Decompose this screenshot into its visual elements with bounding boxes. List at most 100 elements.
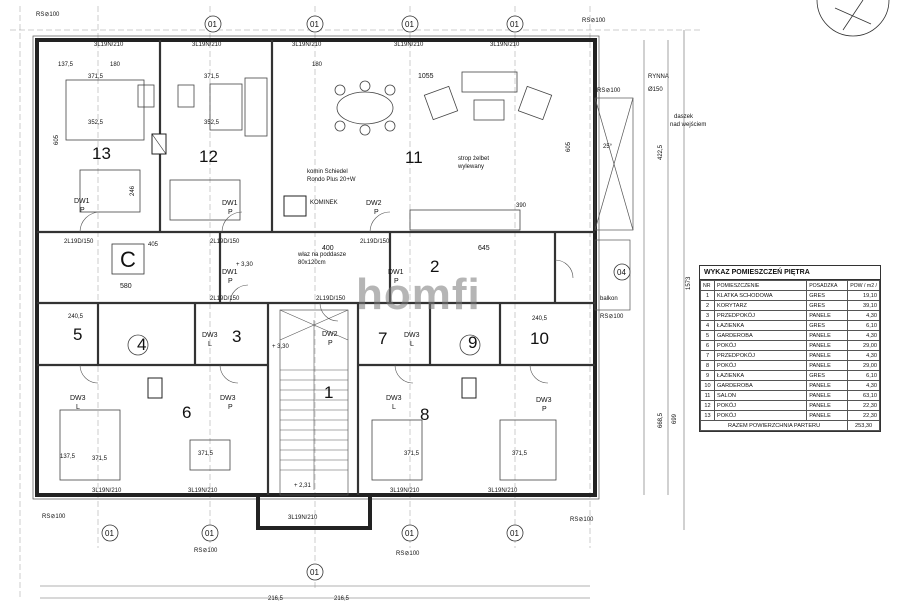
room-name: GARDEROBA [713, 330, 808, 341]
room-nr: 13 [700, 410, 715, 421]
dimension: 1573 [686, 276, 692, 290]
rs-label: RS⊘100 [42, 514, 66, 520]
dimension: 180 [312, 62, 323, 68]
room-nr: 4 [700, 320, 715, 331]
rs-label: RS⊘100 [600, 314, 624, 320]
column-header: POSADZKA [806, 280, 849, 291]
room-name: KLATKA SCHODOWA [713, 290, 808, 301]
door-side: L [392, 404, 396, 411]
room-number-5: 5 [73, 325, 82, 344]
dimension-lines [40, 30, 685, 599]
chimney-label-2: Rondo Plus 20+W [307, 177, 356, 183]
room-nr: 11 [700, 390, 715, 401]
room-area: 22,30 [847, 410, 880, 421]
window-label: 2L19D/150 [210, 296, 240, 302]
room-name: GARDEROBA [713, 380, 808, 391]
room-area: 4,30 [847, 380, 880, 391]
dimension: 400 [322, 245, 334, 252]
attic-hatch-size: 80x120cm [298, 260, 326, 266]
rs-label: RS⊘100 [194, 548, 218, 554]
window-label: 2L19D/150 [316, 296, 346, 302]
room-name: ŁAZIENKA [713, 370, 808, 381]
interior-walls [37, 40, 595, 495]
room-schedule: WYKAZ POMIESZCZEŃ PIĘTRA NR POMIESZCZENI… [699, 265, 881, 432]
room-name: SALON [713, 390, 808, 401]
axis-label: 01 [405, 20, 414, 29]
axis-label: 01 [405, 529, 414, 538]
rs-label: RS⊘100 [570, 517, 594, 523]
room-number-6: 6 [182, 403, 191, 422]
rs-label: RS⊘100 [582, 18, 606, 24]
attic-hatch-label: właz na poddasze [297, 252, 347, 258]
room-number-13: 13 [92, 144, 111, 163]
room-number-3: 3 [232, 327, 241, 346]
room-floor: PANELE [806, 410, 849, 421]
room-number-4: 4 [137, 335, 146, 354]
dimension: 216,5 [268, 596, 284, 602]
room-nr: 12 [700, 400, 715, 411]
room-nr: 5 [700, 330, 715, 341]
door-side: P [374, 209, 379, 216]
room-area: 22,30 [847, 400, 880, 411]
room-floor: GRES [806, 370, 849, 381]
staircase [279, 309, 349, 496]
axis-label: 01 [105, 529, 114, 538]
balcony-label: balkon [600, 296, 618, 302]
room-area: 4,30 [847, 310, 880, 321]
room-number-1: 1 [324, 383, 333, 402]
door-side: P [228, 278, 233, 285]
north-arrow-icon [816, 0, 890, 37]
dimension: 246 [130, 185, 136, 196]
dimension: 371,5 [198, 451, 214, 457]
axis-label: 01 [510, 20, 519, 29]
room-nr: 2 [700, 300, 715, 311]
dimension: 216,5 [334, 596, 350, 602]
dimension: 405 [148, 242, 159, 248]
dimension: 1055 [418, 73, 434, 80]
dimension: 645 [478, 245, 490, 252]
room-name: PRZEDPOKÓJ [713, 350, 808, 361]
room-floor: PANELE [806, 310, 849, 321]
room-area: 39,10 [847, 300, 880, 311]
room-area: 6,10 [847, 320, 880, 331]
door-side: P [80, 207, 85, 214]
room-nr: 9 [700, 370, 715, 381]
door-label: DW1 [222, 269, 238, 276]
door-label: DW1 [388, 269, 404, 276]
axis-bubbles [101, 15, 631, 581]
dimension: 352,5 [204, 120, 220, 126]
room-number-7: 7 [378, 329, 387, 348]
dimension: 605 [566, 141, 572, 152]
door-side: P [394, 278, 399, 285]
room-area: 19,10 [847, 290, 880, 301]
total-area: 253,30 [847, 420, 880, 431]
gutter-diameter: Ø150 [648, 87, 663, 93]
dimension: 371,5 [512, 451, 528, 457]
dimension: 180 [110, 62, 121, 68]
window-label: 2L19D/150 [64, 239, 94, 245]
dimension: 240,5 [68, 314, 84, 320]
room-floor: PANELE [806, 330, 849, 341]
room-area: 4,30 [847, 350, 880, 361]
room-area: 63,10 [847, 390, 880, 401]
door-label: DW3 [536, 397, 552, 404]
door-label: DW3 [404, 332, 420, 339]
door-swings [79, 211, 574, 384]
room-nr: 10 [700, 380, 715, 391]
room-area: 29,00 [847, 340, 880, 351]
room-floor: PANELE [806, 360, 849, 371]
room-floor: PANELE [806, 390, 849, 401]
fireplace-label: KOMINEK [310, 200, 338, 206]
window-label: 2L19D/150 [210, 239, 240, 245]
room-name: POKÓJ [713, 360, 808, 371]
room-name: ŁAZIENKA [713, 320, 808, 331]
room-floor: PANELE [806, 400, 849, 411]
